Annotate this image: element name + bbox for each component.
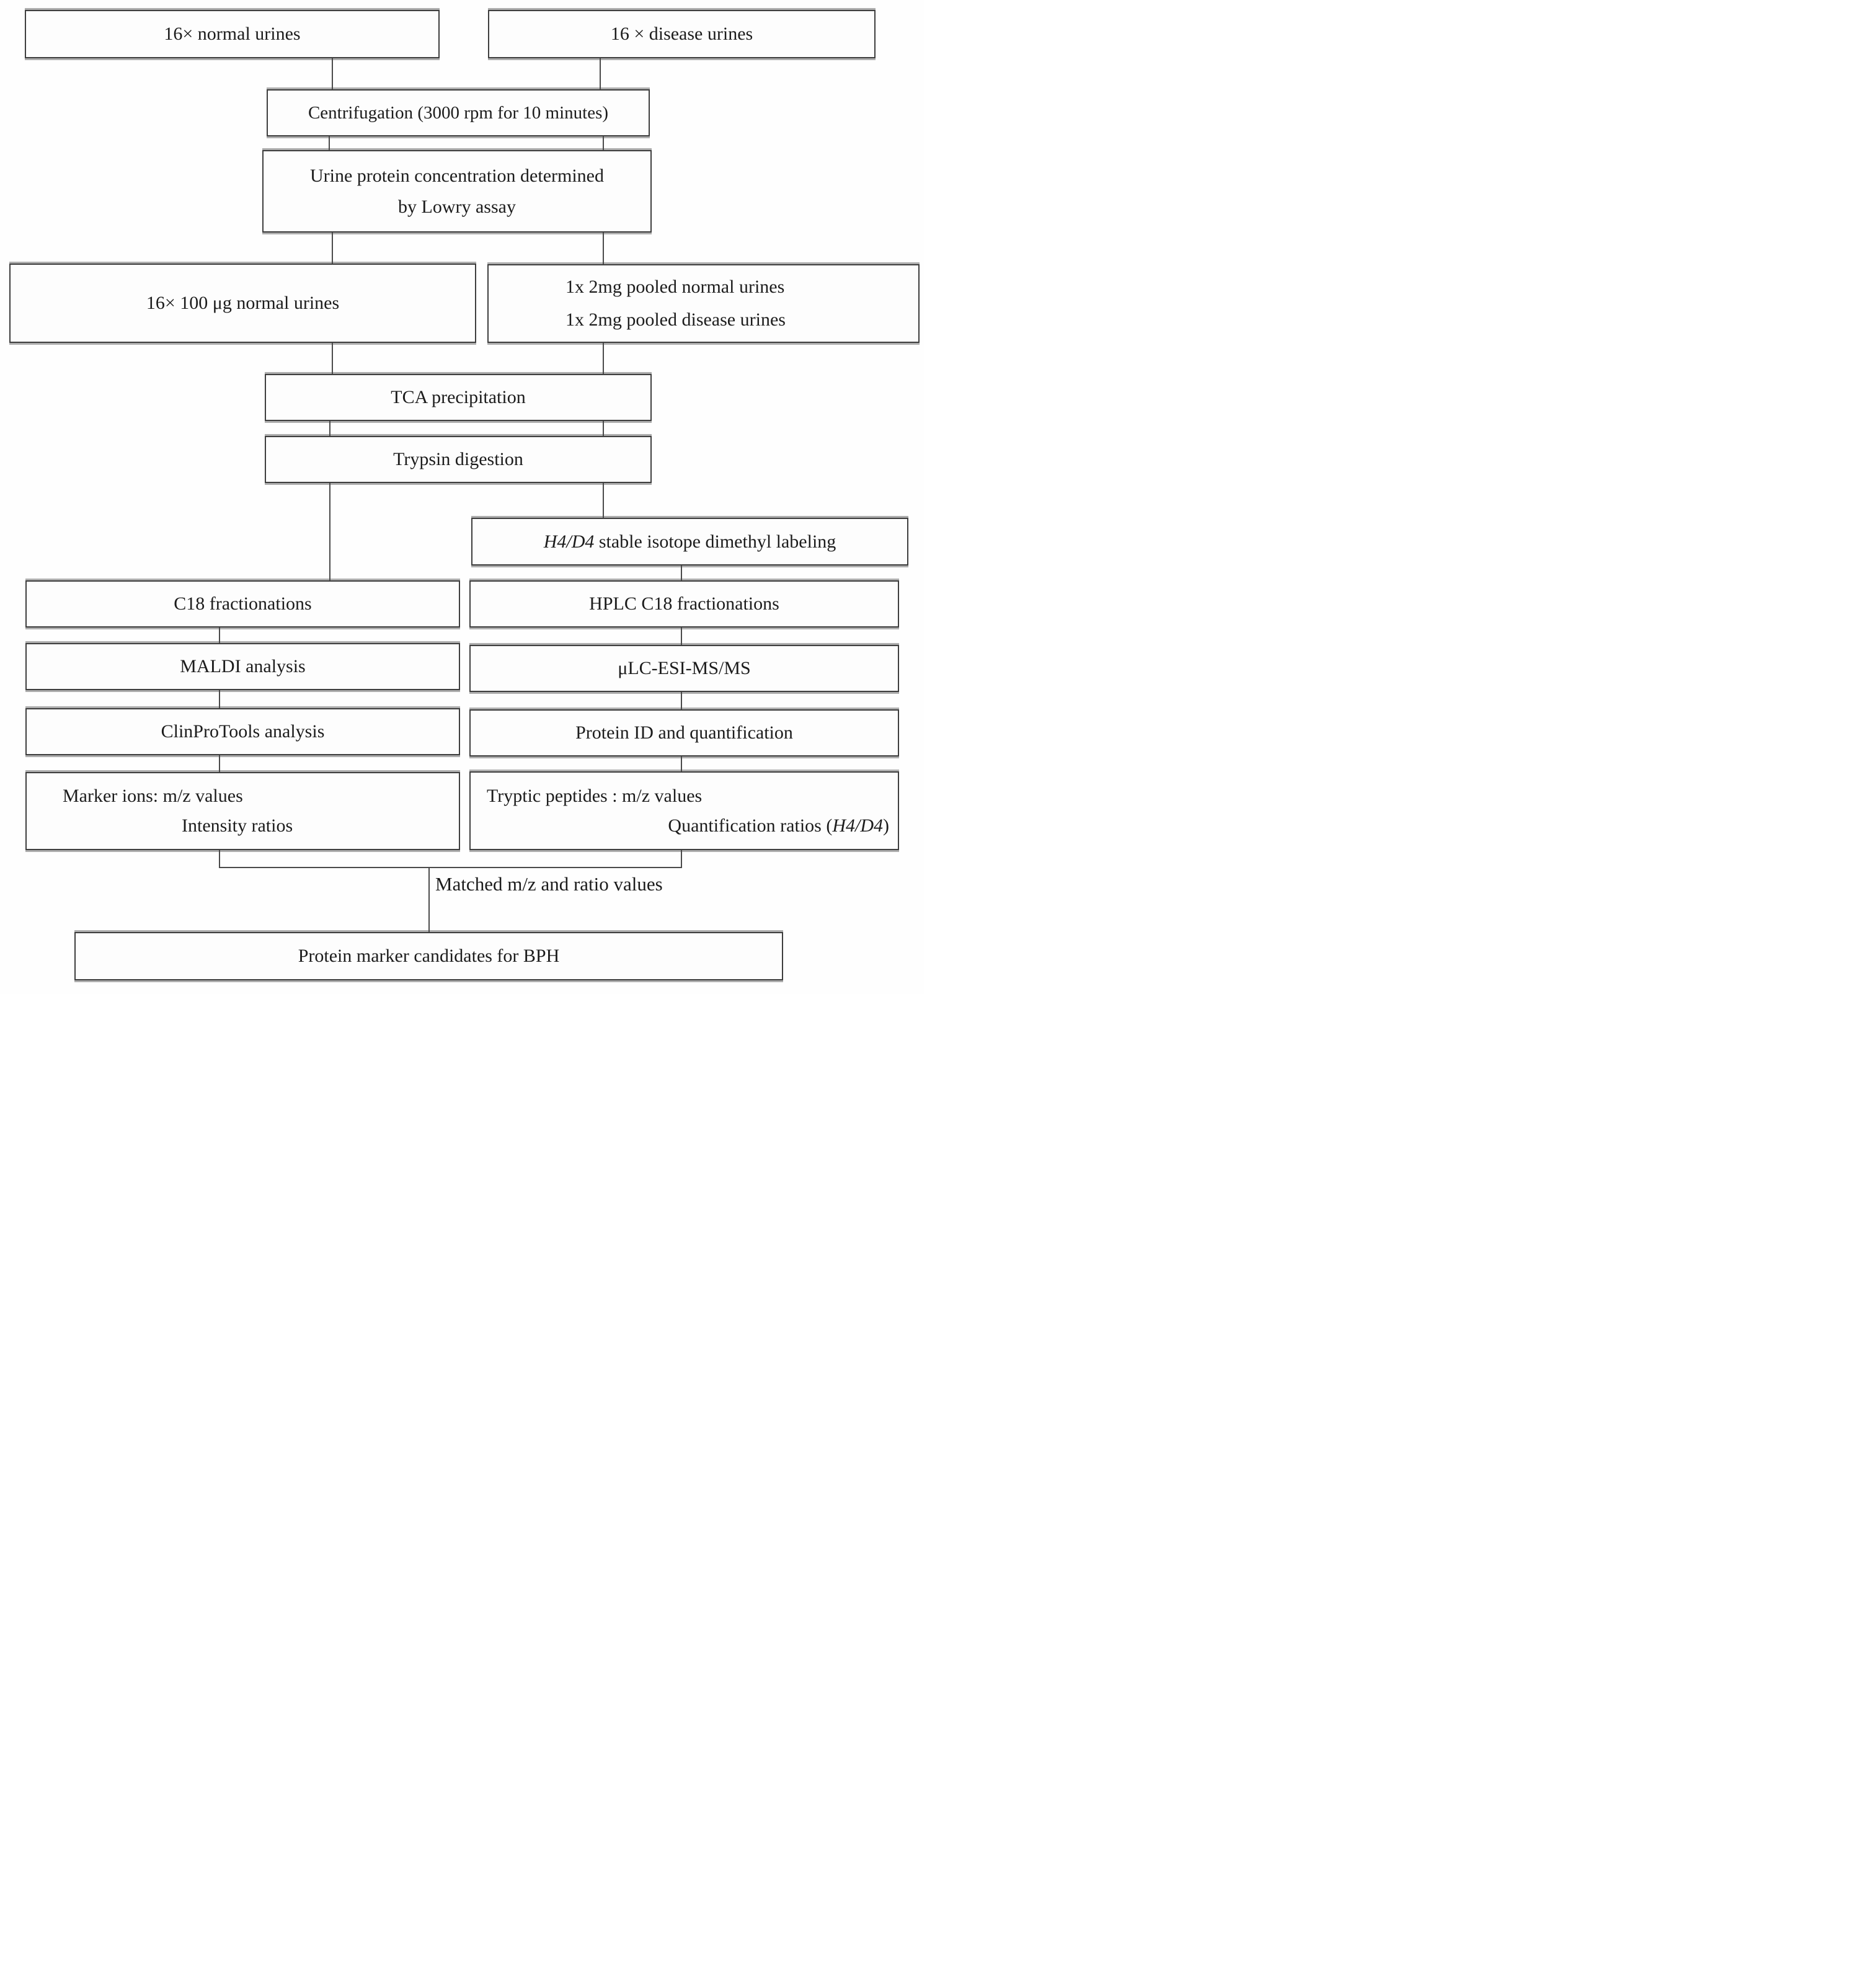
connector-trypsin-to-h4d4: [603, 483, 604, 518]
connector-c18-to-maldi: [219, 628, 220, 643]
node-tca-precipitation: TCA precipitation: [265, 374, 652, 421]
node-tryptic-peptides: Tryptic peptides : m/z values Quantifica…: [469, 771, 899, 850]
node-normal-urines-label: 16× normal urines: [164, 24, 301, 45]
node-h4d4-labeling-label: H4/D4 stable isotope dimethyl labeling: [544, 530, 836, 554]
node-marker-ions-line2: Intensity ratios: [182, 815, 293, 836]
node-hplc-c18-fractionations-label: HPLC C18 fractionations: [589, 593, 779, 615]
connector-disease-to-centrifugation: [600, 58, 601, 89]
node-pooled-urines-line1: 1x 2mg pooled normal urines: [565, 277, 785, 297]
node-protein-id-quantification: Protein ID and quantification: [469, 709, 899, 757]
node-trypsin-digestion: Trypsin digestion: [265, 436, 652, 483]
node-ulc-esi-msms: μLC-ESI-MS/MS: [469, 645, 899, 692]
node-protein-marker-candidates-label: Protein marker candidates for BPH: [298, 946, 560, 967]
node-marker-ions-line1: Marker ions: m/z values: [63, 786, 243, 806]
node-trypsin-digestion-label: Trypsin digestion: [393, 449, 523, 470]
node-h4d4-labeling: H4/D4 stable isotope dimethyl labeling: [471, 518, 908, 566]
node-hplc-c18-fractionations: HPLC C18 fractionations: [469, 580, 899, 628]
connector-lowry-to-pooled: [603, 233, 604, 264]
connector-marker-to-junction: [219, 850, 220, 868]
node-protein-marker-candidates: Protein marker candidates for BPH: [74, 932, 783, 980]
node-pooled-urines-line2: 1x 2mg pooled disease urines: [565, 309, 786, 330]
node-ulc-esi-msms-label: μLC-ESI-MS/MS: [618, 658, 751, 679]
connector-centrifugation-to-lowry-left: [329, 136, 330, 150]
node-h4d4-rest: stable isotope dimethyl labeling: [594, 531, 836, 552]
node-tryptic-peptides-line1: Tryptic peptides : m/z values: [487, 785, 703, 806]
connector-trypsin-to-c18: [329, 483, 330, 580]
tryptic-line2-italic: H4/D4: [832, 815, 883, 836]
connector-proteinid-to-tryptic: [681, 757, 682, 771]
node-clinprotools-analysis: ClinProTools analysis: [25, 708, 460, 755]
node-h4d4-italic: H4/D4: [543, 531, 595, 552]
connector-junction-to-bph: [428, 867, 430, 932]
node-clinprotools-analysis-label: ClinProTools analysis: [161, 721, 325, 742]
node-lowry-assay-line2: by Lowry assay: [398, 196, 516, 217]
connector-normal-to-centrifugation: [332, 58, 333, 89]
node-c18-fractionations-label: C18 fractionations: [174, 593, 312, 615]
connector-lowry-to-normal100ug: [332, 233, 333, 264]
connector-hplc-to-ulc: [681, 628, 682, 645]
node-tryptic-peptides-line2: Quantification ratios (H4/D4): [471, 811, 898, 841]
connector-normal100ug-to-tca: [332, 343, 333, 374]
node-maldi-analysis-label: MALDI analysis: [180, 656, 306, 677]
connector-ulc-to-proteinid: [681, 692, 682, 709]
node-pooled-urines: 1x 2mg pooled normal urines 1x 2mg poole…: [487, 264, 920, 343]
connector-tryptic-to-junction: [681, 850, 682, 868]
connector-pooled-to-tca: [603, 343, 604, 374]
node-c18-fractionations: C18 fractionations: [25, 580, 460, 628]
node-normal-urines: 16× normal urines: [25, 10, 440, 58]
node-disease-urines: 16 × disease urines: [488, 10, 876, 58]
connector-tca-to-trypsin-right: [603, 421, 604, 436]
tryptic-line2-prefix: Quantification ratios (: [668, 815, 833, 836]
node-disease-urines-label: 16 × disease urines: [610, 24, 753, 45]
connector-clinpro-to-marker: [219, 755, 220, 772]
connector-centrifugation-to-lowry-right: [603, 136, 604, 150]
node-marker-ions: Marker ions: m/z values Intensity ratios: [25, 772, 460, 850]
connector-junction-horizontal: [219, 867, 682, 868]
node-normal-100ug: 16× 100 μg normal urines: [9, 264, 476, 343]
matched-values-label: Matched m/z and ratio values: [435, 873, 663, 895]
node-lowry-assay-line1: Urine protein concentration determined: [310, 166, 604, 186]
connector-tca-to-trypsin-left: [329, 421, 330, 436]
node-lowry-assay: Urine protein concentration determined b…: [262, 150, 652, 233]
connector-maldi-to-clinpro: [219, 690, 220, 708]
flowchart-canvas: 16× normal urines 16 × disease urines Ce…: [0, 0, 924, 994]
node-normal-100ug-label: 16× 100 μg normal urines: [146, 293, 340, 314]
node-centrifugation: Centrifugation (3000 rpm for 10 minutes): [267, 89, 650, 136]
node-maldi-analysis: MALDI analysis: [25, 643, 460, 690]
connector-h4d4-to-hplc: [681, 566, 682, 580]
tryptic-line2-suffix: ): [883, 815, 889, 836]
node-tca-precipitation-label: TCA precipitation: [391, 387, 526, 408]
node-centrifugation-label: Centrifugation (3000 rpm for 10 minutes): [308, 102, 609, 123]
node-protein-id-quantification-label: Protein ID and quantification: [575, 722, 793, 743]
